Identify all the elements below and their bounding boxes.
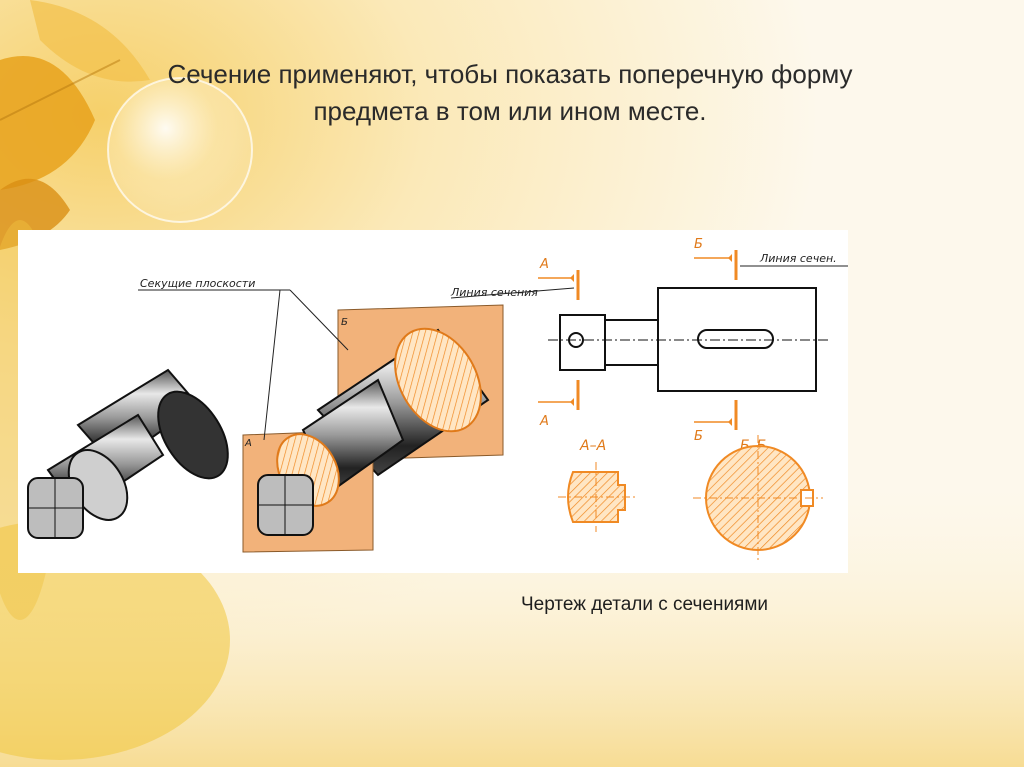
section-title-aa: А–А <box>579 438 606 454</box>
plane-a-letter: А <box>244 438 252 449</box>
arrow-letter-a-top: А <box>539 257 549 272</box>
cutting-planes-label: Секущие плоскости <box>140 277 255 290</box>
section-line-label-a: Линия сечения <box>450 286 538 299</box>
figure-caption: Чертеж детали с сечениями <box>521 594 769 615</box>
technical-drawing-figure: Секущие плоскости А Б А А Линия сечения <box>18 230 848 573</box>
section-aa: А–А <box>558 438 638 532</box>
slide-title: Сечение применяют, чтобы показать попере… <box>80 56 940 130</box>
orthographic-view <box>548 287 830 392</box>
drawing-canvas: Секущие плоскости А Б А А Линия сечения <box>27 237 848 560</box>
section-bb: Б–Б <box>693 435 823 560</box>
shaft-3d-with-planes <box>242 304 504 553</box>
slide-title-line-1: Сечение применяют, чтобы показать попере… <box>167 59 853 89</box>
arrow-letter-a-bottom: А <box>539 414 549 429</box>
section-line-a: А А Линия сечения <box>450 257 580 429</box>
arrow-letter-b-top: Б <box>694 237 703 252</box>
plane-b-letter: Б <box>341 317 348 328</box>
arrow-letter-b-bottom: Б <box>694 429 703 444</box>
section-line-b: Б Б Линия сечен. <box>694 237 848 444</box>
shaft-3d-left <box>27 368 229 539</box>
slide-title-line-2: предмета в том или ином месте. <box>313 96 707 126</box>
section-line-label-b: Линия сечен. <box>759 252 837 265</box>
